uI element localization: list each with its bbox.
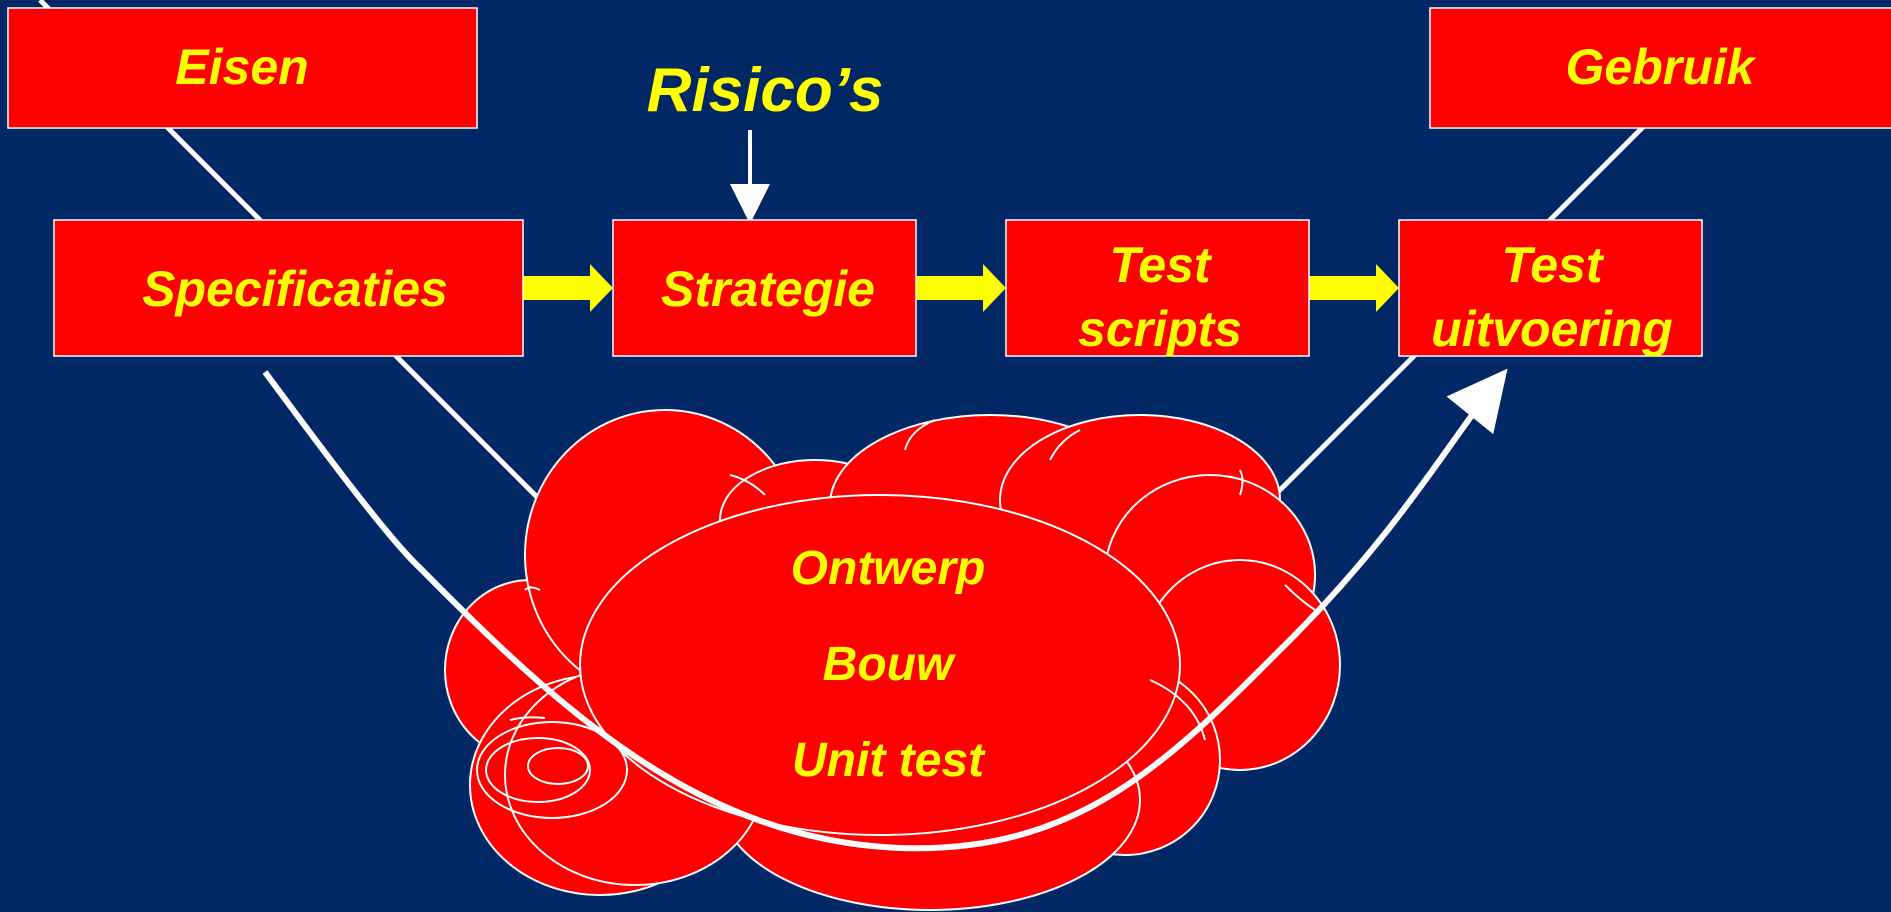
development-flow-curve bbox=[262, 368, 1508, 852]
strategy-label: Strategie bbox=[661, 261, 875, 317]
usage-box: Gebruik bbox=[1429, 7, 1891, 129]
risks-label: Risico’s bbox=[647, 56, 884, 125]
test-execution-box: Test uitvoering bbox=[1398, 219, 1703, 357]
arrow-scripts-to-execution bbox=[1309, 264, 1399, 312]
test-execution-label-line2: uitvoering bbox=[1431, 301, 1673, 357]
development-cloud bbox=[444, 409, 1341, 911]
cloud-label-build: Bouw bbox=[823, 638, 956, 691]
cloud-label-unit-test: Unit test bbox=[792, 734, 986, 787]
test-scripts-label-line1: Test bbox=[1110, 237, 1213, 293]
arrow-strategy-to-scripts bbox=[916, 264, 1006, 312]
usage-label: Gebruik bbox=[1566, 39, 1757, 95]
specifications-label: Specificaties bbox=[142, 261, 448, 317]
strategy-box: Strategie bbox=[612, 219, 917, 357]
requirements-label: Eisen bbox=[175, 39, 308, 95]
requirements-box: Eisen bbox=[7, 7, 478, 129]
test-scripts-label-line2: scripts bbox=[1078, 301, 1242, 357]
cloud-label-design: Ontwerp bbox=[791, 542, 986, 595]
test-execution-label-line1: Test bbox=[1502, 237, 1605, 293]
specifications-box: Specificaties bbox=[53, 219, 524, 357]
arrow-specifications-to-strategy bbox=[523, 264, 613, 312]
test-scripts-box: Test scripts bbox=[1005, 219, 1310, 357]
